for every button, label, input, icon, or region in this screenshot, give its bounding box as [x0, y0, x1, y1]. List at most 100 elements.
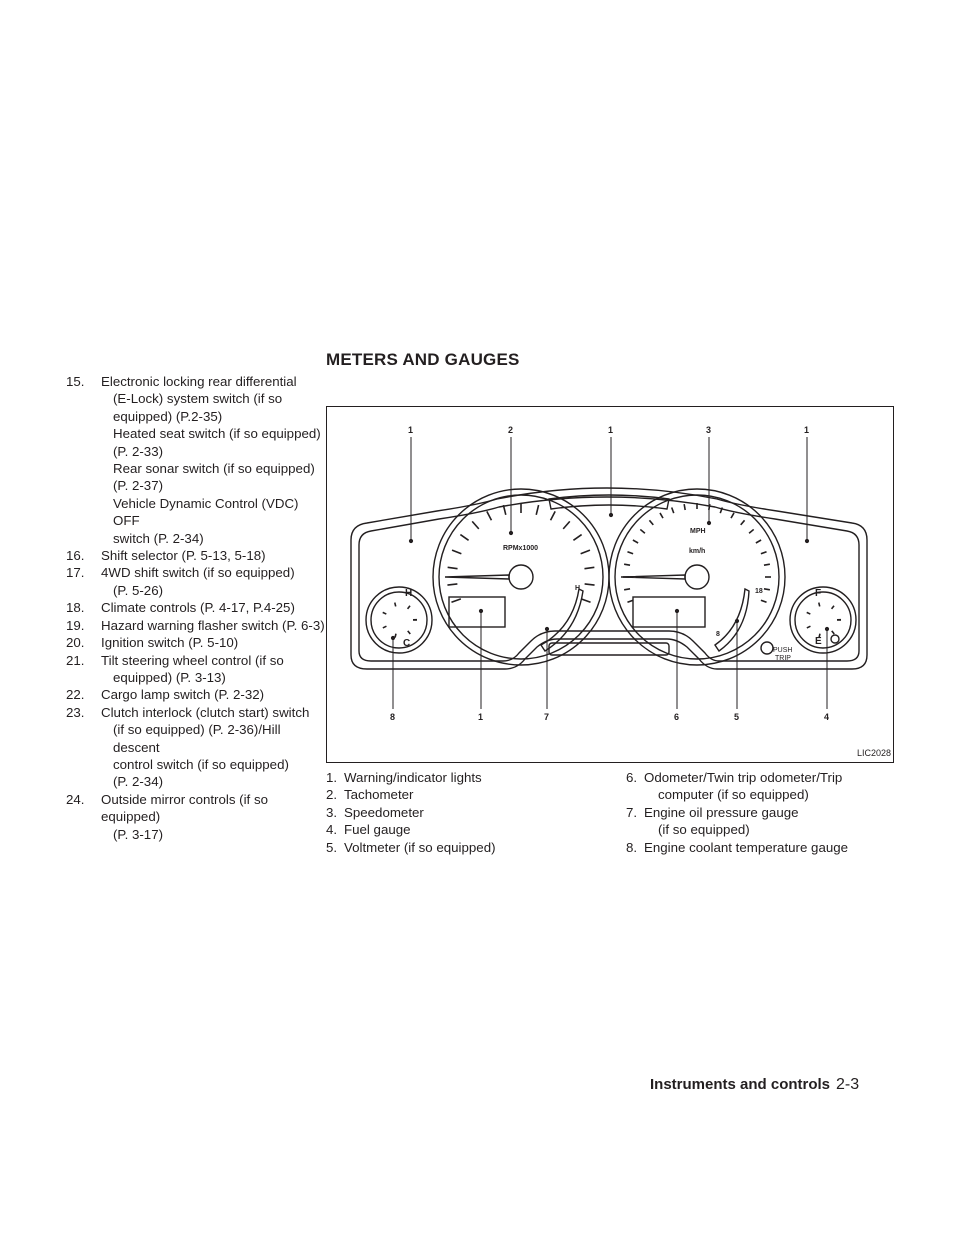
list-item-text: computer (if so equipped) [658, 787, 809, 803]
list-item-text: Cargo lamp switch (P. 2-32) [101, 687, 265, 703]
speed-tick [740, 519, 746, 526]
tach-tick [447, 583, 458, 586]
instrument-cluster-figure: RPMx1000 MPH km/h PUSH TRIP H C F E H 18… [326, 406, 894, 763]
list-item: 2. Tachometer [326, 786, 586, 803]
speed-tick [627, 599, 634, 604]
footer-section-name: Instruments and controls [650, 1076, 831, 1093]
speed-tick [763, 563, 771, 566]
fuel-dial-dot [831, 630, 835, 635]
list-item: 7.Engine oil pressure gauge(if so equipp… [626, 804, 896, 839]
list-item-text: Hazard warning flasher switch (P. 6-3) [101, 617, 325, 633]
list-item: 18.Climate controls (P. 4-17, P.4-25) [66, 599, 326, 616]
speed-tick [763, 588, 771, 591]
speed-tick [659, 512, 664, 519]
list-item-text: Speedometer [344, 804, 424, 820]
list-item-number: 6. [626, 770, 638, 785]
callout-label: 3 [706, 425, 711, 435]
list-item-number: 22. [66, 687, 85, 703]
trip-label: TRIP [775, 655, 791, 662]
coolant-dial-dot [393, 602, 397, 607]
speed-tick [760, 550, 767, 555]
list-item-text: (P. 3-17) [113, 826, 164, 842]
callout-label: 1 [608, 425, 613, 435]
tach-tick [562, 520, 571, 530]
coolant-dial-dot [406, 605, 411, 610]
list-item-number: 1. [326, 770, 338, 785]
list-item-text: (E-Lock) system switch (if so [113, 391, 283, 407]
list-item: 16.Shift selector (P. 5-13, 5-18) [66, 547, 326, 564]
fuel-e-label: E [815, 636, 822, 647]
tach-tick [451, 598, 462, 604]
tach-tick [549, 510, 556, 521]
list-item-text: (P. 2-34) [113, 774, 164, 790]
list-item-text: Voltmeter (if so equipped) [344, 839, 496, 855]
list-item-text: Warning/indicator lights [344, 770, 482, 785]
coolant-gauge-inner [370, 591, 428, 649]
callout-label: 4 [824, 712, 829, 722]
speedometer-outer [608, 488, 786, 666]
list-item: 24.Outside mirror controls (if so equipp… [66, 791, 326, 843]
list-item-text: (if so equipped) [658, 822, 750, 838]
list-item-number: 5. [326, 839, 338, 855]
callout-dot [508, 530, 514, 536]
fuel-dial-dot [830, 605, 835, 610]
list-item-text: switch (P. 2-34) [113, 530, 204, 546]
tach-tick [451, 549, 462, 555]
speedometer-needle [620, 574, 686, 580]
list-item-number: 18. [66, 600, 85, 616]
list-item-text: Heated seat switch (if so equipped) [113, 426, 321, 442]
callout-label: 1 [478, 712, 483, 722]
volt-8-label: 8 [716, 631, 720, 638]
coolant-c-label: C [403, 638, 410, 649]
tach-tick [447, 566, 458, 570]
callout-dot [408, 538, 414, 544]
callout-dot [674, 608, 680, 614]
tach-tick [580, 549, 591, 555]
coolant-h-label: H [405, 588, 412, 599]
push-label: PUSH [773, 647, 792, 654]
callout-label: 6 [674, 712, 679, 722]
list-item-number: 23. [66, 704, 85, 720]
callout-label: 5 [734, 712, 739, 722]
coolant-dial-dot [382, 625, 387, 629]
callout-dot [824, 626, 830, 632]
list-item: 3.Speedometer [326, 804, 586, 821]
list-item-number: 24. [66, 791, 85, 807]
list-item-text: Tachometer [344, 787, 414, 803]
tachometer-needle [444, 574, 510, 580]
speed-tick [730, 512, 735, 519]
tach-tick [459, 533, 470, 541]
fuel-dial-dot [818, 633, 821, 638]
speed-tick [670, 507, 675, 514]
list-item-text: equipped) (P. 3-13) [113, 669, 226, 685]
coolant-gauge-outer [365, 586, 433, 654]
speed-tick [748, 528, 755, 534]
list-item-text: 4WD shift switch (if so equipped) [101, 565, 295, 581]
tachometer-inner [438, 494, 604, 660]
list-item-text: (P. 5-26) [113, 582, 164, 598]
callout-dot [608, 512, 614, 518]
figure-code: LIC2028 [857, 748, 891, 758]
tachometer-hub [508, 564, 534, 590]
speed-tick [755, 539, 762, 544]
list-item-text: Clutch interlock (clutch start) switch [101, 704, 310, 720]
list-item-text: Fuel gauge [344, 822, 411, 838]
speed-tick [648, 519, 654, 526]
list-item-text: Tilt steering wheel control (if so [101, 652, 284, 668]
list-item-number: 21. [66, 652, 85, 668]
callout-dot [478, 608, 484, 614]
list-item: 17.4WD shift switch (if so equipped)(P. … [66, 564, 326, 599]
callout-label: 7 [544, 712, 549, 722]
list-item-text: equipped) (P.2-35) [113, 408, 223, 424]
list-item-number: 20. [66, 635, 85, 651]
tach-tick [584, 566, 595, 570]
list-item-number: 2. [326, 787, 338, 803]
speed-kmh-label: km/h [689, 548, 705, 555]
list-item: 23. Clutch interlock (clutch start) switc… [66, 704, 326, 791]
callout-dot [706, 520, 712, 526]
callout-label: 8 [390, 712, 395, 722]
speed-tick [760, 599, 767, 604]
